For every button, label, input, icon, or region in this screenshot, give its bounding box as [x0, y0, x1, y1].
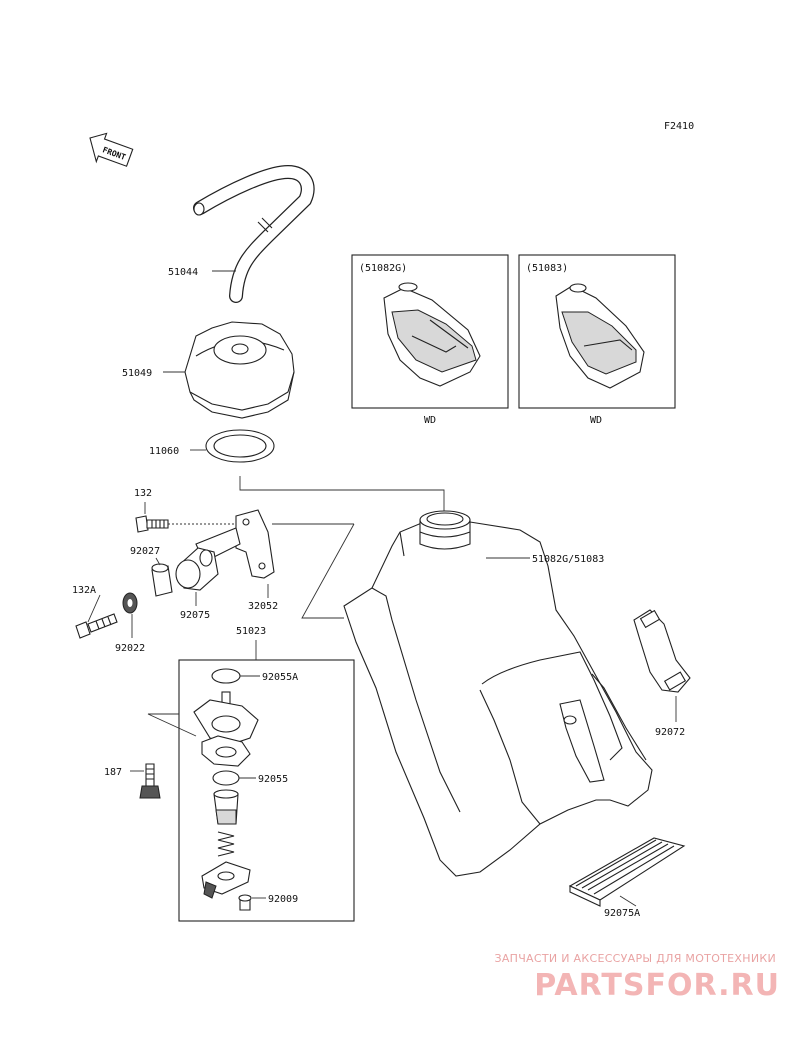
label-gasket: 11060 — [149, 446, 179, 457]
label-hose: 51044 — [168, 267, 198, 278]
label-damper: 92075 — [180, 610, 210, 621]
label-oring: 92055 — [258, 774, 288, 785]
label-cock-assy: 51023 — [236, 626, 266, 637]
label-collar: 92027 — [130, 546, 160, 557]
fuel-tank-cap — [184, 321, 295, 419]
fuel-breather-hose — [193, 164, 315, 303]
tank-pad — [568, 837, 686, 907]
rubber-damper-92075 — [175, 547, 219, 591]
cock-lever-plate — [201, 861, 251, 899]
diagram-code: F2410 — [664, 121, 694, 132]
collar-92027 — [151, 563, 173, 597]
inset-code-51082g: (51082G) — [359, 263, 407, 274]
label-screw: 92009 — [268, 894, 298, 905]
inset-code-51083: (51083) — [526, 263, 568, 274]
bolt-132 — [135, 515, 169, 533]
o-ring-92055a — [211, 668, 241, 684]
cock-spring — [217, 831, 235, 857]
label-bolt-187: 187 — [104, 767, 122, 778]
inset-caption-51083: WD — [590, 415, 602, 426]
watermark-tagline: ЗАПЧАСТИ И АКСЕССУАРЫ ДЛЯ МОТОТЕХНИКИ — [494, 952, 776, 965]
tank-strap — [633, 609, 691, 693]
inset-caption-51082g: WD — [424, 415, 436, 426]
screw-92009 — [238, 894, 252, 911]
fuel-cock-body — [193, 691, 259, 767]
label-bracket: 32052 — [248, 601, 278, 612]
label-bolt-132: 132 — [134, 488, 152, 499]
fuel-cock-assembly-box — [178, 659, 355, 922]
label-strap: 92072 — [655, 727, 685, 738]
o-ring-92055 — [212, 770, 240, 786]
label-washer: 92022 — [115, 643, 145, 654]
label-pad: 92075A — [604, 908, 640, 919]
inset-box-51082g: (51082G) — [351, 254, 509, 409]
inset-box-51083: (51083) — [518, 254, 676, 409]
front-arrow-icon: FRONT — [89, 132, 134, 167]
label-tank: 51082G/51083 — [532, 554, 604, 565]
label-cap: 51049 — [122, 368, 152, 379]
fuel-filter — [213, 789, 239, 825]
washer-92022 — [122, 592, 138, 614]
label-oring-a: 92055A — [262, 672, 298, 683]
fuel-tank — [343, 510, 653, 877]
bolt-132a — [75, 613, 118, 639]
bolt-187 — [139, 763, 161, 799]
label-bolt-132a: 132A — [72, 585, 96, 596]
cap-gasket — [205, 429, 275, 463]
watermark-brand: PARTSFOR.RU — [534, 968, 780, 1003]
